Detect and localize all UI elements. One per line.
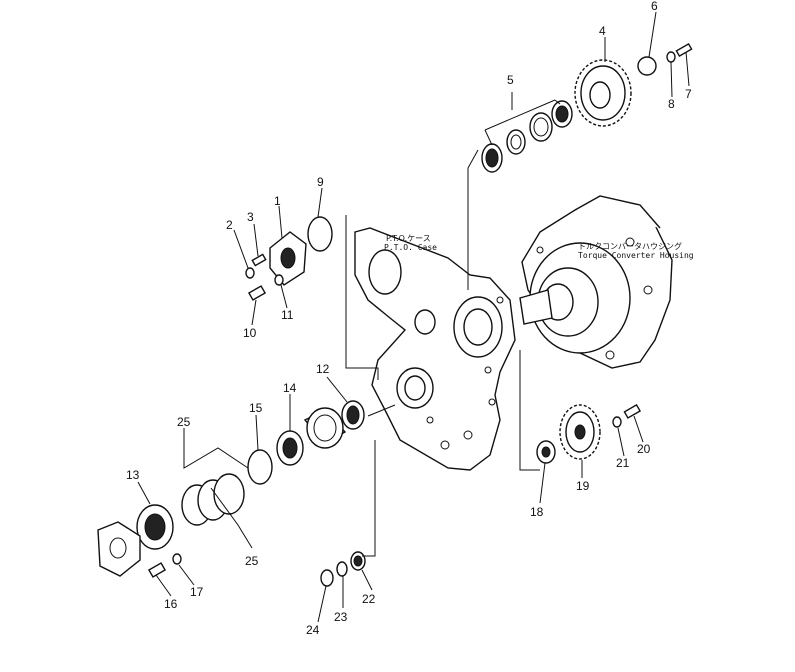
callout-19: 19 [576, 479, 590, 493]
housing-label-en: Torque Converter Housing [578, 251, 694, 260]
flange [97, 521, 141, 577]
part-1-cover [269, 231, 307, 286]
part-19-gear [559, 404, 601, 460]
pto-case-label: P.T.O.ケース P.T.O. Case [384, 234, 437, 252]
pto-case [354, 227, 516, 471]
callout-24: 24 [306, 623, 320, 637]
part-5-bearing-set [481, 100, 573, 173]
callout-numbers: 1 2 3 4 5 6 7 8 9 10 11 12 13 14 15 16 1… [126, 0, 692, 637]
part-24-ring [320, 569, 334, 587]
callout-11: 11 [281, 308, 294, 322]
part-17-washer [172, 553, 182, 565]
part-20-bolt [623, 403, 642, 419]
pto-case-label-en: P.T.O. Case [384, 243, 437, 252]
housing-label-jp: トルクコンバータハウジング [578, 241, 682, 251]
callout-4: 4 [599, 24, 606, 38]
callout-22: 22 [362, 592, 376, 606]
part-14-seal [276, 430, 304, 466]
callout-3: 3 [247, 210, 254, 224]
part-12-bearing [341, 400, 365, 430]
part-10-bolt [247, 285, 267, 301]
callout-21: 21 [616, 456, 630, 470]
callout-23: 23 [334, 610, 348, 624]
part-4-gear [574, 59, 632, 127]
callout-17: 17 [190, 585, 204, 599]
callout-14: 14 [283, 381, 297, 395]
part-16-bolt [147, 562, 167, 578]
callout-10: 10 [243, 326, 257, 340]
part-15-o-ring [247, 449, 273, 485]
callout-20: 20 [637, 442, 651, 456]
callout-25-lower: 25 [245, 554, 259, 568]
part-21-washer [612, 416, 622, 428]
pto-case-label-jp: P.T.O.ケース [386, 234, 431, 243]
callout-13: 13 [126, 468, 140, 482]
callout-18: 18 [530, 505, 544, 519]
callout-16: 16 [164, 597, 178, 611]
part-2-washer [245, 267, 255, 279]
part-22-bearing [350, 551, 366, 571]
assembly-lines [345, 149, 540, 557]
part-13-bearing [136, 504, 174, 550]
part-11-washer [274, 274, 284, 286]
callout-7: 7 [685, 87, 692, 101]
callout-8: 8 [668, 97, 675, 111]
sleeve [303, 407, 347, 449]
part-23-ring [336, 561, 348, 577]
callout-1: 1 [274, 194, 281, 208]
callout-5: 5 [507, 73, 514, 87]
torque-converter-housing [519, 195, 673, 369]
part-9-o-ring [307, 216, 333, 252]
housing-label: トルクコンバータハウジング Torque Converter Housing [578, 241, 694, 260]
callout-6: 6 [651, 0, 658, 13]
part-25-ring-set [181, 473, 245, 526]
leader-lines [137, 11, 690, 623]
callout-2: 2 [226, 218, 233, 232]
callout-9: 9 [317, 175, 324, 189]
callout-25-upper: 25 [177, 415, 191, 429]
part-6-cap [637, 56, 657, 76]
part-7-bolt [675, 42, 693, 58]
callout-15: 15 [249, 401, 263, 415]
part-18-flange [536, 440, 556, 464]
part-3-bolt [251, 253, 267, 267]
part-8-washer [666, 51, 676, 63]
callout-12: 12 [316, 362, 330, 376]
